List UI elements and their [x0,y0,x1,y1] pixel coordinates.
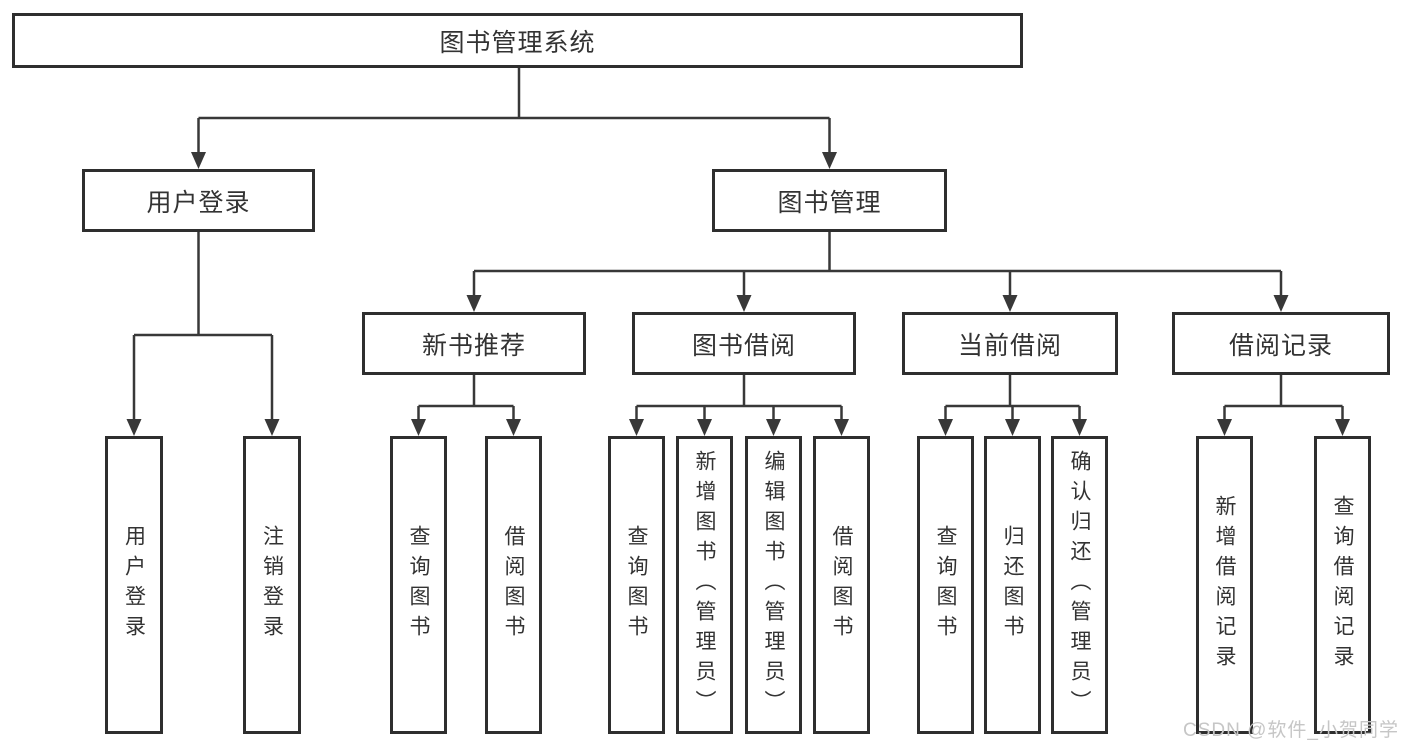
node-new-book-recommend: 新书推荐 [362,312,586,375]
node-book-management: 图书管理 [712,169,947,232]
leaf-borrow-book-1: 借阅图书 [485,436,542,734]
leaf-add-book-admin: 新增图书（管理员） [676,436,733,734]
node-user-login-label: 用户登录 [146,188,251,217]
leaf-return-book: 归还图书 [984,436,1041,734]
node-current-borrow: 当前借阅 [902,312,1118,375]
node-book-borrow-label: 图书借阅 [691,331,796,360]
node-root: 图书管理系统 [12,13,1023,68]
leaf-borrow-book-2-label: 借阅图书 [830,525,853,645]
node-current-borrow-label: 当前借阅 [957,331,1062,360]
node-book-management-label: 图书管理 [777,188,882,217]
leaf-borrow-book-2: 借阅图书 [813,436,870,734]
leaf-query-borrow-record: 查询借阅记录 [1314,436,1371,734]
leaf-query-book-3-label: 查询图书 [934,525,957,645]
leaf-query-book-2: 查询图书 [608,436,665,734]
leaf-user-login: 用户登录 [105,436,163,734]
node-new-book-recommend-label: 新书推荐 [421,331,526,360]
leaf-add-borrow-record: 新增借阅记录 [1196,436,1253,734]
leaf-logout: 注销登录 [243,436,301,734]
leaf-query-borrow-record-label: 查询借阅记录 [1331,495,1354,675]
leaf-edit-book-admin: 编辑图书（管理员） [745,436,802,734]
node-book-borrow: 图书借阅 [632,312,856,375]
leaf-borrow-book-1-label: 借阅图书 [502,525,525,645]
leaf-query-book-1: 查询图书 [390,436,447,734]
leaf-add-book-admin-label: 新增图书（管理员） [693,450,716,720]
node-borrow-record-label: 借阅记录 [1228,331,1333,360]
leaf-query-book-1-label: 查询图书 [407,525,430,645]
leaf-query-book-2-label: 查询图书 [625,525,648,645]
leaf-user-login-label: 用户登录 [122,525,146,645]
node-root-label: 图书管理系统 [439,28,596,57]
leaf-query-book-3: 查询图书 [917,436,974,734]
node-user-login: 用户登录 [82,169,315,232]
leaf-confirm-return-admin-label: 确认归还（管理员） [1068,450,1091,720]
leaf-return-book-label: 归还图书 [1001,525,1024,645]
arrowhead-icons [126,152,1350,436]
leaf-logout-label: 注销登录 [260,525,284,645]
leaf-edit-book-admin-label: 编辑图书（管理员） [762,450,785,720]
leaf-add-borrow-record-label: 新增借阅记录 [1213,495,1236,675]
csdn-watermark: CSDN @软件_小贺同学 [1183,720,1399,741]
leaf-confirm-return-admin: 确认归还（管理员） [1051,436,1108,734]
node-borrow-record: 借阅记录 [1172,312,1390,375]
